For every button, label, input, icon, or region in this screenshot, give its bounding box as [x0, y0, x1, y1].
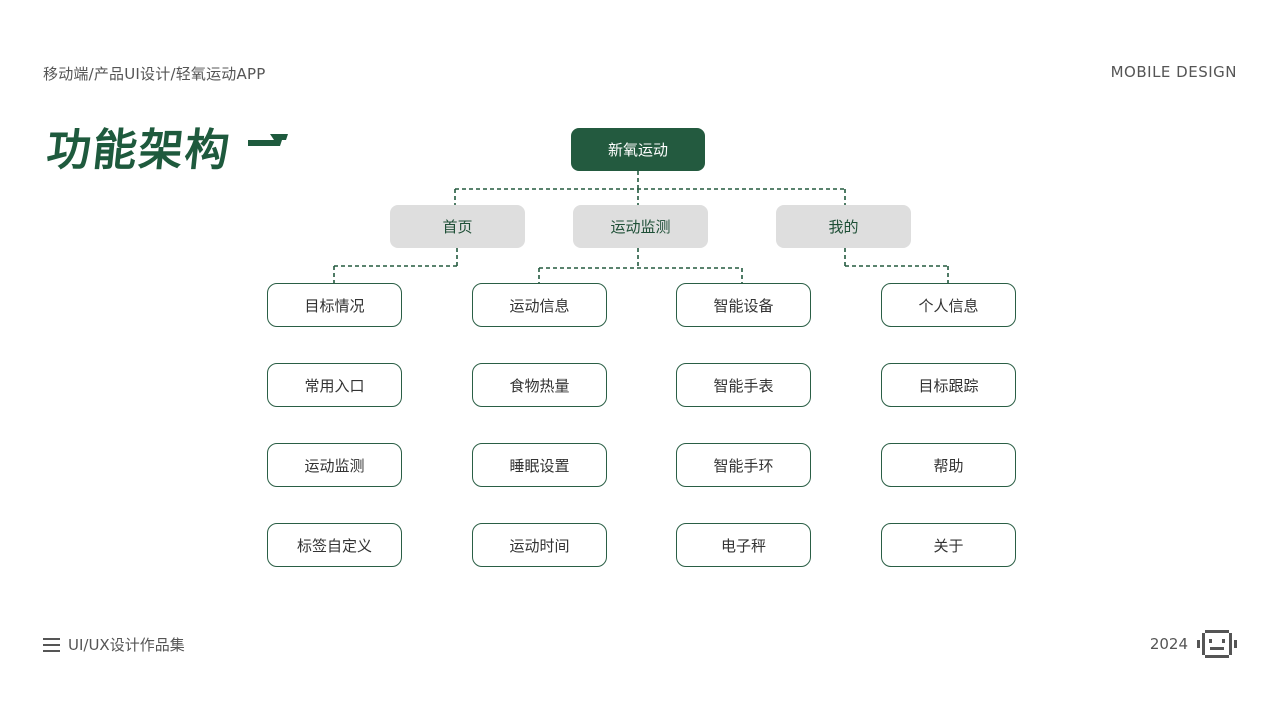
node-leaf: 常用入口: [267, 363, 402, 407]
node-leaf: 运动监测: [267, 443, 402, 487]
node-leaf: 帮助: [881, 443, 1016, 487]
node-category-home: 首页: [390, 205, 525, 248]
portfolio-label: UI/UX设计作品集: [68, 636, 185, 654]
node-category-monitor: 运动监测: [573, 205, 708, 248]
footer-portfolio: UI/UX设计作品集: [43, 634, 185, 655]
year-label: 2024: [1149, 635, 1188, 653]
node-category-mine: 我的: [776, 205, 911, 248]
node-leaf: 智能手表: [676, 363, 811, 407]
arrow-icon: [248, 134, 288, 146]
breadcrumb: 移动端/产品UI设计/轻氧运动APP: [43, 65, 266, 83]
node-leaf: 目标情况: [267, 283, 402, 327]
node-leaf: 关于: [881, 523, 1016, 567]
menu-icon: [43, 637, 60, 652]
footer-year: 2024: [1150, 627, 1238, 661]
page-title: 功能架构: [44, 125, 234, 176]
node-leaf: 睡眠设置: [472, 443, 607, 487]
robot-face-icon: [1197, 630, 1237, 658]
node-leaf: 个人信息: [881, 283, 1016, 327]
node-leaf: 目标跟踪: [881, 363, 1016, 407]
brand-label: MOBILE DESIGN: [1110, 63, 1237, 81]
node-leaf: 标签自定义: [267, 523, 402, 567]
node-leaf: 运动时间: [472, 523, 607, 567]
node-root: 新氧运动: [571, 128, 705, 171]
node-leaf: 食物热量: [472, 363, 607, 407]
node-leaf: 智能手环: [676, 443, 811, 487]
node-leaf: 电子秤: [676, 523, 811, 567]
node-leaf: 智能设备: [676, 283, 811, 327]
node-leaf: 运动信息: [472, 283, 607, 327]
